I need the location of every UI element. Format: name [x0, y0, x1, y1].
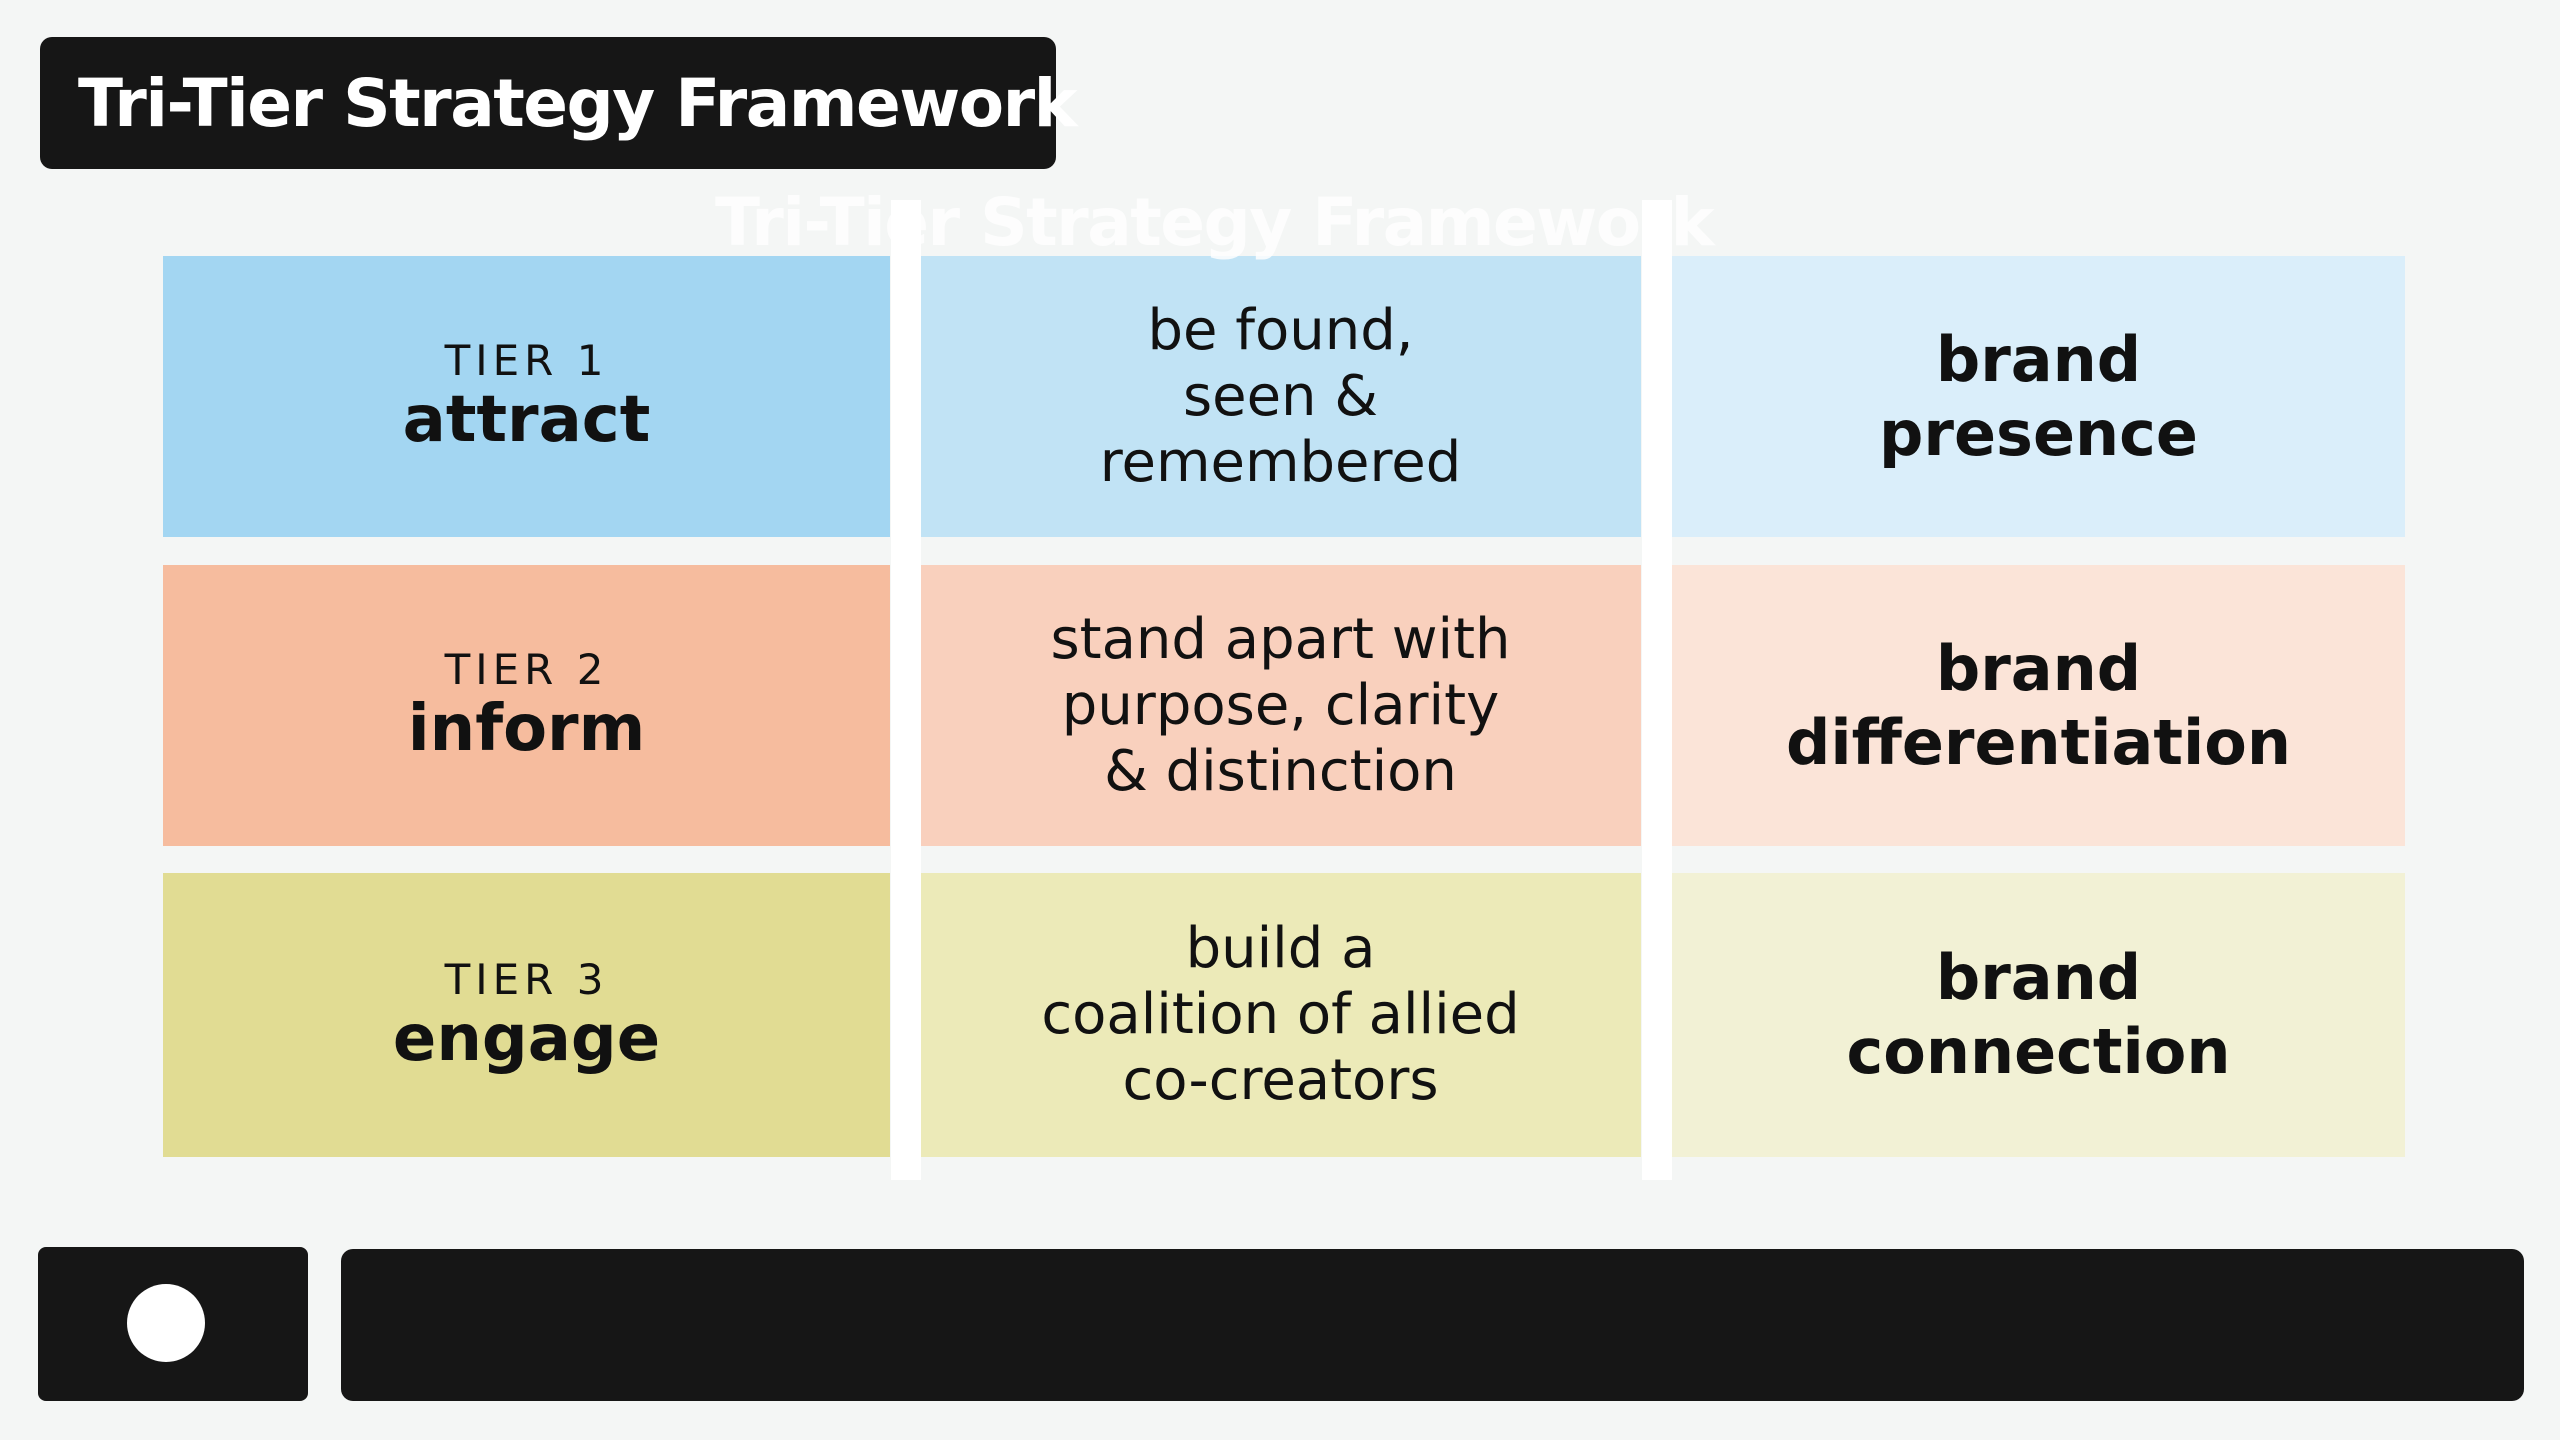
column-divider	[1642, 200, 1672, 1180]
tier-1-outcome: brand presence	[1879, 322, 2198, 470]
circle-dot-icon[interactable]	[127, 1284, 205, 1362]
framework-table: TIER 1 attract be found, seen & remember…	[163, 256, 2405, 1181]
tier-3-description-cell: build a coalition of allied co-creators	[920, 873, 1641, 1157]
tier-3-description: build a coalition of allied co-creators	[1041, 916, 1520, 1113]
column-divider	[891, 200, 921, 1180]
tier-3-name: engage	[392, 1001, 661, 1076]
tier-3-cell: TIER 3 engage	[163, 873, 890, 1157]
tier-1-description-cell: be found, seen & remembered	[920, 256, 1641, 537]
tier-1-name: attract	[402, 383, 651, 458]
title-banner: Tri-Tier Strategy Framework	[40, 37, 1078, 169]
tier-1-label: TIER 1	[444, 336, 609, 386]
tier-2-label: TIER 2	[444, 645, 609, 695]
tier-1-cell: TIER 1 attract	[163, 256, 890, 537]
tier-3-label: TIER 3	[444, 954, 609, 1004]
tier-1-description: be found, seen & remembered	[1099, 297, 1462, 495]
tier-2-description: stand apart with purpose, clarity & dist…	[1050, 606, 1511, 804]
tier-2-name: inform	[407, 692, 646, 767]
tier-1-outcome-cell: brand presence	[1672, 256, 2405, 537]
page-title: Tri-Tier Strategy Framework	[78, 64, 1078, 142]
tier-2-outcome-cell: brand differentiation	[1672, 565, 2405, 846]
tier-2-outcome: brand differentiation	[1785, 631, 2292, 779]
tier-2-cell: TIER 2 inform	[163, 565, 890, 846]
bottom-bar[interactable]	[341, 1249, 2524, 1401]
tier-3-outcome-cell: brand connection	[1672, 873, 2405, 1157]
ghost-title: Tri-Tier Strategy Framework	[715, 184, 1715, 261]
tier-2-description-cell: stand apart with purpose, clarity & dist…	[920, 565, 1641, 846]
tier-3-outcome: brand connection	[1846, 941, 2231, 1088]
